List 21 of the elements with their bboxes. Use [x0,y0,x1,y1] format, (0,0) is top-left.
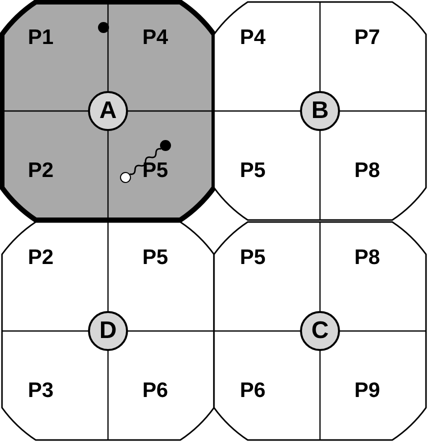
wavy-line [130,148,162,175]
quadrant-label: P4 [240,26,266,49]
region-shape [2,222,214,440]
quadrant-label: P7 [354,26,380,49]
quadrant-label: P6 [240,380,266,402]
quadrant-label: P5 [142,160,168,182]
quadrant-label: P5 [240,160,266,182]
quadrant-label: P5 [142,246,168,269]
quadrant-label: P8 [354,246,380,269]
region-shape [214,2,426,220]
quadrant-label: P9 [354,380,380,402]
quadrant-label: P2 [28,246,54,269]
quadrant-label: P6 [142,380,168,402]
quadrant-label: P1 [28,26,54,49]
quadrant-label: P5 [240,246,266,269]
quadrant-label: P3 [28,380,54,402]
quadrant-label: P4 [142,26,168,49]
region-shape [2,2,214,220]
region-shape [214,222,426,440]
quadrant-label: P2 [28,160,54,182]
quadrant-label: P8 [354,160,380,182]
